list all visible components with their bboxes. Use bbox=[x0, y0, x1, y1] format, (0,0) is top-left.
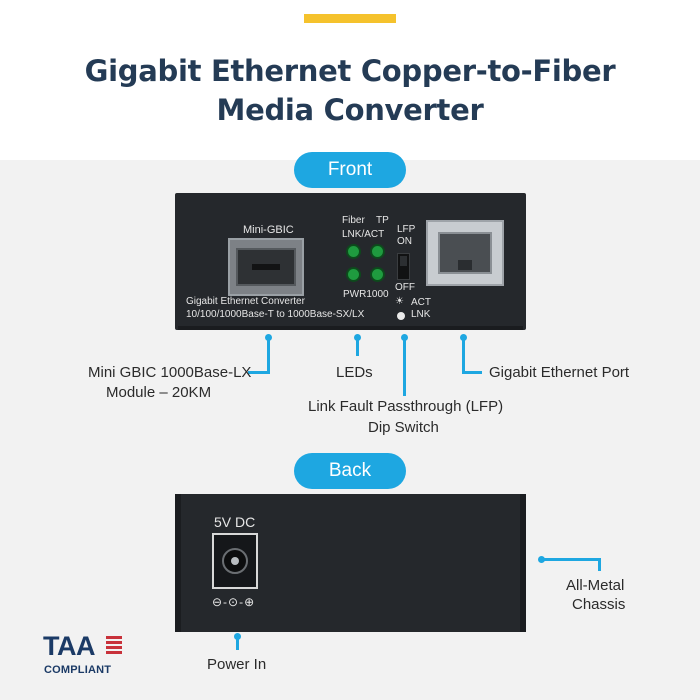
converter-label-line-1: Gigabit Ethernet Converter bbox=[186, 296, 305, 307]
rj45-port-opening bbox=[438, 232, 492, 274]
rj45-port-tab bbox=[458, 260, 472, 270]
lnk-dot-icon bbox=[397, 312, 405, 320]
lfp-callout-label-1: Link Fault Passthrough (LFP) bbox=[308, 398, 504, 415]
back-label-pill: Back bbox=[294, 453, 406, 489]
power-in-callout-line bbox=[236, 636, 239, 650]
converter-label-line-2: 10/100/1000Base-T to 1000Base-SX/LX bbox=[186, 309, 365, 320]
pwr-led-icon bbox=[346, 267, 361, 282]
dc-label: 5V DC bbox=[214, 514, 256, 530]
tp-led-label: TP bbox=[376, 215, 389, 226]
1000-led-icon bbox=[370, 267, 385, 282]
polarity-icon: ⊖-⊙-⊕ bbox=[212, 595, 256, 609]
title-line-1: Gigabit Ethernet Copper-to-Fiber bbox=[84, 54, 616, 88]
dip-switch-lever bbox=[400, 256, 407, 266]
lfp-dip-switch bbox=[397, 253, 410, 280]
back-device-right-edge bbox=[520, 494, 526, 632]
mini-gbic-callout-label-1: Mini GBIC 1000Base-LX bbox=[88, 364, 252, 381]
fiber-led-icon bbox=[346, 244, 361, 259]
dc-power-jack bbox=[212, 533, 258, 589]
page-title: Gigabit Ethernet Copper-to-Fiber Media C… bbox=[0, 52, 700, 130]
gigabit-port-callout-line bbox=[462, 337, 465, 374]
back-device-left-edge bbox=[175, 494, 181, 632]
gigabit-port-callout-elbow bbox=[462, 371, 482, 374]
lnk-label: LNK bbox=[411, 309, 431, 320]
flag-stripes-icon bbox=[106, 636, 122, 658]
act-sun-icon: ☀ bbox=[395, 296, 404, 307]
front-device-bevel bbox=[178, 326, 523, 330]
chassis-callout-line bbox=[541, 558, 601, 561]
chassis-callout-elbow bbox=[598, 558, 601, 571]
lnk-act-label: LNK/ACT bbox=[342, 229, 385, 240]
lfp-callout-label-2: Dip Switch bbox=[368, 419, 439, 436]
fiber-led-label: Fiber bbox=[342, 215, 365, 226]
leds-callout-line bbox=[356, 337, 359, 356]
lfp-on-label: ON bbox=[397, 236, 412, 247]
dc-jack-pin bbox=[231, 557, 239, 565]
rj45-port bbox=[426, 220, 504, 286]
title-line-2: Media Converter bbox=[216, 93, 484, 127]
chassis-callout-label-1: All-Metal bbox=[566, 577, 625, 594]
leds-callout-label: LEDs bbox=[336, 364, 373, 381]
sfp-module bbox=[228, 238, 304, 296]
gigabit-port-callout-label: Gigabit Ethernet Port bbox=[489, 364, 630, 381]
mini-gbic-label: Mini-GBIC bbox=[243, 224, 294, 236]
act-label: ACT bbox=[411, 297, 431, 308]
power-in-callout-label: Power In bbox=[207, 656, 267, 673]
taa-compliant-badge: TAA COMPLIANT bbox=[43, 630, 123, 682]
mini-gbic-callout-elbow bbox=[248, 371, 270, 374]
chassis-callout-label-2: Chassis bbox=[572, 596, 626, 613]
sfp-module-slot bbox=[252, 264, 280, 270]
lfp-off-label: OFF bbox=[395, 282, 415, 293]
lfp-callout-line bbox=[403, 337, 406, 396]
sfp-module-port bbox=[236, 248, 296, 286]
mini-gbic-callout-label-2: Module – 20KM bbox=[106, 384, 212, 401]
pwr1000-label: PWR1000 bbox=[343, 289, 389, 300]
top-accent-bar bbox=[304, 14, 396, 23]
tp-led-icon bbox=[370, 244, 385, 259]
taa-badge-letters: TAA bbox=[43, 631, 96, 661]
mini-gbic-callout-line bbox=[267, 337, 270, 374]
lfp-label: LFP bbox=[397, 224, 416, 235]
front-label-pill: Front bbox=[294, 152, 406, 188]
taa-badge-subtitle: COMPLIANT bbox=[44, 664, 112, 676]
